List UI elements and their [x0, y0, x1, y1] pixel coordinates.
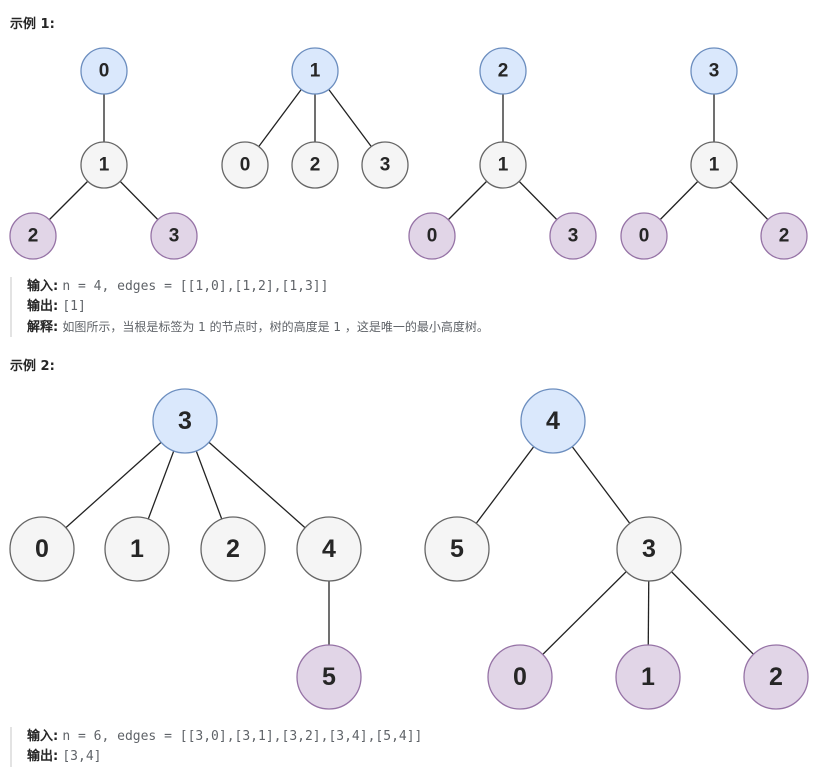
tree-node-mid	[9, 516, 75, 582]
tree-node-label: 1	[99, 155, 110, 176]
example-2-tree-1: 3 0 1 2 4 5	[9, 388, 362, 710]
tree-node-leaf	[9, 212, 57, 260]
tree-node-label: 2	[310, 155, 321, 176]
output-label: 输出:	[27, 749, 59, 764]
explanation-value: 如图所示，当根是标签为 1 的节点时，树的高度是 1 ，这是唯一的最小高度树。	[62, 320, 489, 334]
output-value: [1]	[62, 299, 86, 314]
tree-node-root	[152, 388, 218, 454]
tree-node-mid	[690, 141, 738, 189]
tree-node-label: 0	[513, 663, 527, 691]
tree-node-label: 3	[568, 226, 579, 247]
tree-node-mid	[479, 141, 527, 189]
example-1-title: 示例 1:	[10, 17, 55, 32]
tree-node-root	[80, 47, 128, 95]
example-2-output-line: 输出: [3,4]	[27, 747, 422, 767]
tree-node-label: 3	[709, 61, 720, 82]
tree-node-label: 0	[639, 226, 650, 247]
input-label: 输入:	[27, 279, 59, 294]
tree-node-label: 5	[322, 663, 336, 691]
tree-node-mid	[616, 516, 682, 582]
tree-node-leaf	[296, 644, 362, 710]
tree-node-label: 0	[240, 155, 251, 176]
tree-node-leaf	[150, 212, 198, 260]
tree-node-label: 3	[380, 155, 391, 176]
tree-node-label: 3	[169, 226, 180, 247]
example-1-explanation-line: 解释: 如图所示，当根是标签为 1 的节点时，树的高度是 1 ，这是唯一的最小高…	[27, 317, 489, 337]
output-value: [3,4]	[62, 749, 102, 764]
tree-node-label: 2	[498, 61, 509, 82]
tree-node-leaf	[743, 644, 809, 710]
tree-node-label: 2	[779, 226, 790, 247]
tree-node-mid	[361, 141, 409, 189]
tree-node-label: 5	[450, 535, 464, 563]
tree-node-mid	[80, 141, 128, 189]
example-1-output-line: 输出: [1]	[27, 297, 489, 317]
example-1-tree-4: 3 1 0 2	[620, 47, 808, 260]
example-1-tree-3: 2 1 0 3	[408, 47, 597, 260]
tree-node-label: 1	[641, 663, 655, 691]
tree-node-mid	[221, 141, 269, 189]
tree-node-mid	[296, 516, 362, 582]
tree-node-label: 0	[99, 61, 110, 82]
tree-node-label: 1	[709, 155, 720, 176]
tree-node-label: 0	[35, 535, 49, 563]
tree-node-leaf	[620, 212, 668, 260]
example-2-input-line: 输入: n = 6, edges = [[3,0],[3,1],[3,2],[3…	[27, 727, 422, 747]
tree-node-leaf	[549, 212, 597, 260]
tree-node-label: 2	[226, 535, 240, 563]
tree-node-label: 4	[546, 407, 560, 435]
tree-node-root	[291, 47, 339, 95]
tree-node-label: 1	[310, 61, 321, 82]
tree-node-mid	[200, 516, 266, 582]
example-1-code-block: 输入: n = 4, edges = [[1,0],[1,2],[1,3]] 输…	[10, 277, 489, 337]
tree-node-label: 0	[427, 226, 438, 247]
input-value: n = 6, edges = [[3,0],[3,1],[3,2],[3,4],…	[62, 729, 423, 744]
tree-node-label: 3	[642, 535, 656, 563]
tree-node-mid	[104, 516, 170, 582]
explanation-label: 解释:	[27, 320, 59, 335]
example-1-diagram: 0 1 2 3 1 0 2 3 2 1 0 3 3 1 0 2	[9, 47, 808, 260]
tree-node-root	[479, 47, 527, 95]
example-1-input-line: 输入: n = 4, edges = [[1,0],[1,2],[1,3]]	[27, 277, 489, 297]
tree-node-leaf	[487, 644, 553, 710]
example-2-diagram: 3 0 1 2 4 5 4 5 3 0 1 2	[9, 388, 809, 710]
tree-node-label: 2	[769, 663, 783, 691]
example-2-title: 示例 2:	[10, 359, 55, 374]
tree-node-label: 4	[322, 535, 336, 563]
tree-node-label: 1	[130, 535, 144, 563]
tree-node-mid	[424, 516, 490, 582]
example-2-tree-2: 4 5 3 0 1 2	[424, 388, 809, 710]
example-2-code-block: 输入: n = 6, edges = [[3,0],[3,1],[3,2],[3…	[10, 727, 422, 767]
tree-node-label: 3	[178, 407, 192, 435]
output-label: 输出:	[27, 299, 59, 314]
tree-node-root	[520, 388, 586, 454]
tree-node-mid	[291, 141, 339, 189]
tree-node-leaf	[408, 212, 456, 260]
example-1-tree-2: 1 0 2 3	[221, 47, 409, 189]
input-value: n = 4, edges = [[1,0],[1,2],[1,3]]	[62, 279, 329, 294]
tree-node-label: 2	[28, 226, 39, 247]
input-label: 输入:	[27, 729, 59, 744]
tree-node-root	[690, 47, 738, 95]
tree-node-leaf	[615, 644, 681, 710]
tree-node-leaf	[760, 212, 808, 260]
example-1-tree-1: 0 1 2 3	[9, 47, 198, 260]
tree-node-label: 1	[498, 155, 509, 176]
